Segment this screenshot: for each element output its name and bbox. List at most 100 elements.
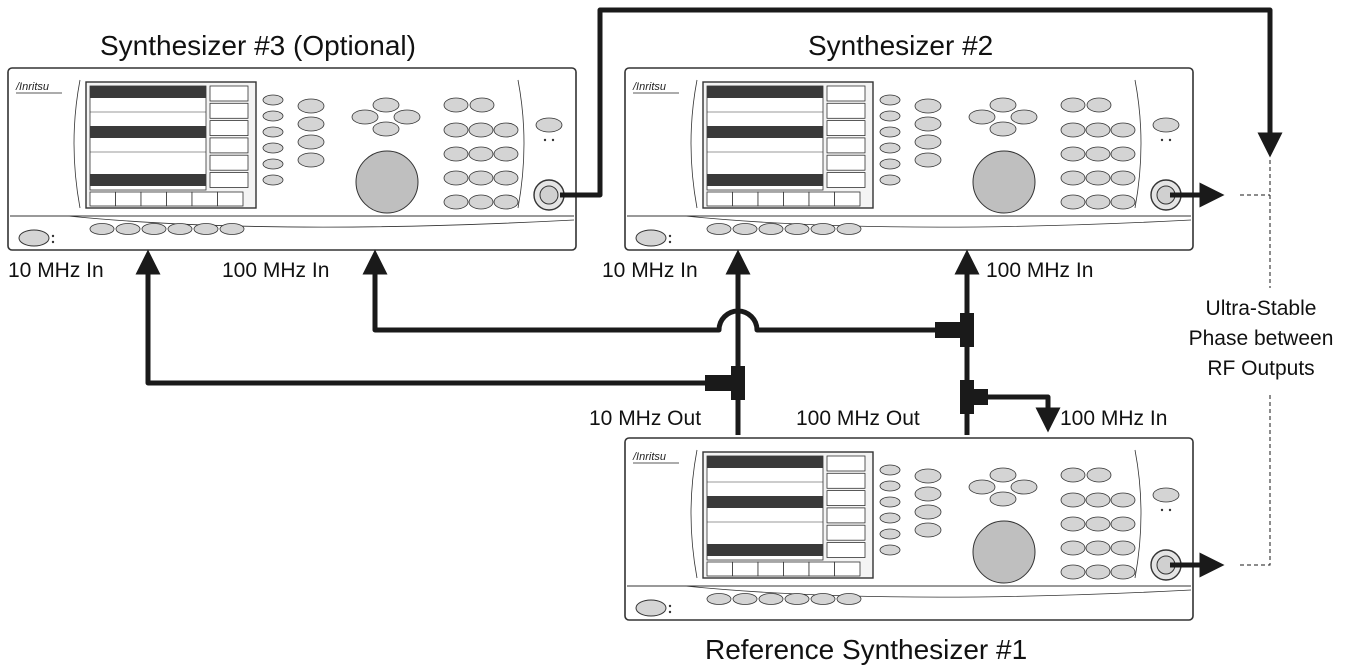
keypad-key (493, 170, 519, 186)
nav-key-down (372, 121, 400, 137)
synth1-title: Reference Synthesizer #1 (705, 634, 1028, 665)
nav-key-up (989, 467, 1017, 483)
keypad-key (1110, 170, 1136, 186)
rf-on-key (1152, 487, 1180, 503)
function-key (297, 98, 325, 114)
display-softkey (209, 102, 249, 119)
keypad-key (443, 122, 469, 138)
cable-100mhz-loopback (985, 394, 1061, 433)
display-bottom-key (706, 561, 733, 577)
display-bottom-key (115, 191, 142, 207)
indicator-dot (1160, 138, 1164, 142)
bottom-key (706, 593, 732, 605)
s1-10mhz-out-label: 10 MHz Out (589, 407, 702, 430)
tee-10mhz (705, 375, 733, 391)
nav-key-left (351, 109, 379, 125)
menu-key (879, 464, 901, 476)
bottom-key (193, 223, 219, 235)
keypad-key (1060, 516, 1086, 532)
rf-output-connector-inner (539, 185, 559, 205)
display-bottom-key (732, 191, 759, 207)
display-softkey (826, 490, 866, 507)
display-softkey (826, 85, 866, 102)
s1-100mhz-in-label: 100 MHz In (1060, 407, 1168, 430)
keypad-key (493, 122, 519, 138)
rotary-knob (972, 150, 1036, 214)
indicator-dot (543, 138, 547, 142)
cable-s3-rf-to-top (560, 7, 1283, 198)
bottom-key (810, 593, 836, 605)
display-softkey (826, 455, 866, 472)
keypad-key (1085, 146, 1111, 162)
power-led (668, 604, 672, 608)
display-softkey (209, 154, 249, 171)
bottom-key (706, 223, 732, 235)
nav-key-up (989, 97, 1017, 113)
power-button (635, 229, 667, 247)
brand-logo: /Inritsu (632, 81, 666, 93)
display-bar (707, 86, 823, 98)
keypad-key (1060, 564, 1086, 580)
function-key (297, 152, 325, 168)
indicator-dot (1160, 508, 1164, 512)
display-softkey (826, 102, 866, 119)
power-led (668, 610, 672, 614)
power-led (51, 234, 55, 238)
display-bottom-key (217, 191, 244, 207)
nav-key-down (989, 121, 1017, 137)
keypad-key (1060, 97, 1086, 113)
keypad-key (1060, 122, 1086, 138)
nav-key-left (968, 479, 996, 495)
power-led (668, 234, 672, 238)
brand-logo: /Inritsu (15, 81, 49, 93)
menu-key (879, 496, 901, 508)
display-softkey (826, 472, 866, 489)
keypad-key (1110, 146, 1136, 162)
s1-100mhz-out-label: 100 MHz Out (796, 407, 920, 430)
keypad-key (443, 97, 469, 113)
bezel-left (73, 79, 81, 209)
menu-key (879, 110, 901, 122)
s2-100mhz-in-label: 100 MHz In (986, 259, 1094, 282)
synthesizer-3: /Inritsu (7, 67, 577, 251)
display-bottom-key (140, 191, 167, 207)
keypad-key (1085, 170, 1111, 186)
display-bottom-key (166, 191, 193, 207)
display-softkey (826, 507, 866, 524)
keypad-key (1110, 564, 1136, 580)
keypad-key (1086, 97, 1112, 113)
display-bar (90, 126, 206, 138)
keypad-key (1085, 564, 1111, 580)
nav-key-right (1010, 479, 1038, 495)
menu-key (879, 94, 901, 106)
display-softkey (826, 154, 866, 171)
bottom-key (784, 593, 810, 605)
indicator-dot (1168, 508, 1172, 512)
tee-100mhz-upper-body (960, 313, 974, 347)
bottom-key (141, 223, 167, 235)
keypad-key (1085, 122, 1111, 138)
display-bottom-key (757, 561, 784, 577)
phase-annotation-line1: Ultra-Stable (1205, 297, 1317, 320)
bezel-right (1134, 79, 1142, 209)
display-softkey (826, 137, 866, 154)
keypad-key (469, 97, 495, 113)
display-bottom-key (732, 561, 759, 577)
menu-key (879, 480, 901, 492)
keypad-key (1110, 492, 1136, 508)
bottom-key (732, 593, 758, 605)
keypad-key (493, 146, 519, 162)
bottom-key (784, 223, 810, 235)
tee-connectors (705, 313, 988, 414)
chassis-curve (684, 585, 1192, 598)
display-softkey (209, 120, 249, 136)
menu-key (262, 174, 284, 186)
display-bar (90, 86, 206, 98)
keypad-key (1060, 540, 1086, 556)
menu-key (879, 528, 901, 540)
display-softkey (209, 85, 249, 102)
function-key (297, 116, 325, 132)
keypad-key (468, 194, 494, 210)
phase-annotation-line3: RF Outputs (1207, 357, 1315, 380)
menu-key (879, 126, 901, 138)
